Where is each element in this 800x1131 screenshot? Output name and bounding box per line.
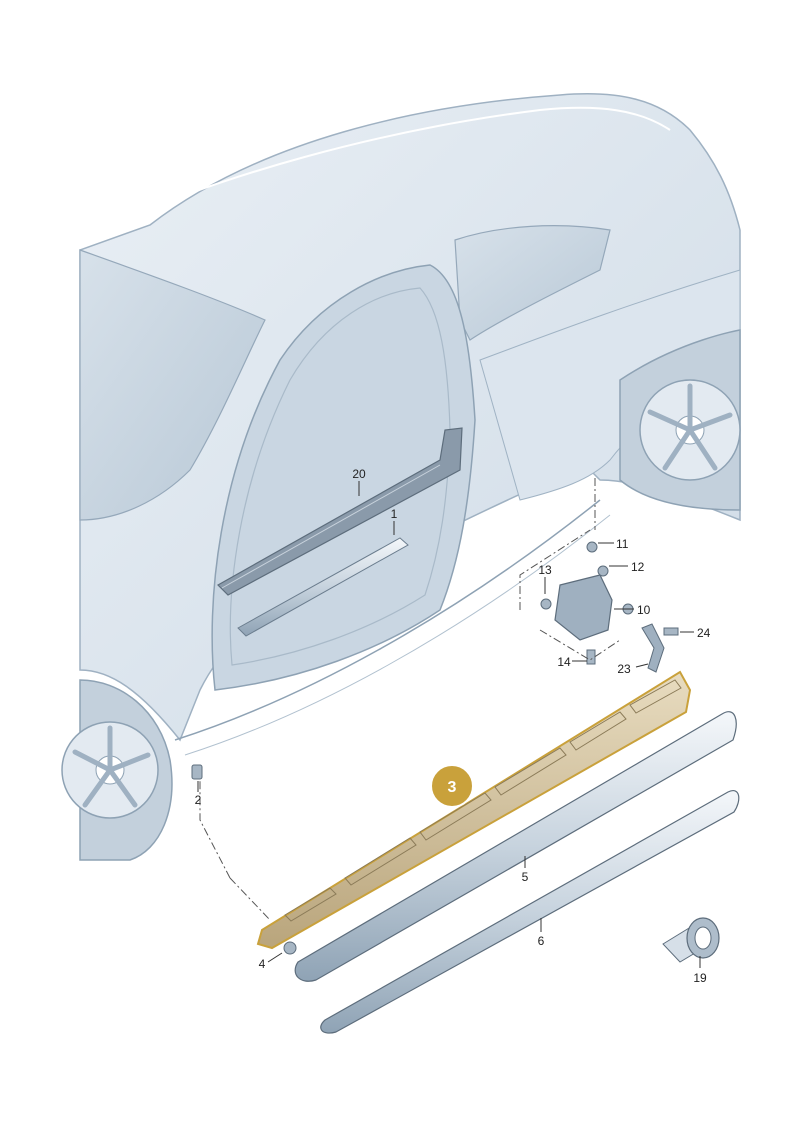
callout-10: 10: [637, 603, 651, 617]
callout-1: 1: [391, 507, 398, 521]
callout-6: 6: [538, 934, 545, 948]
callout-2: 2: [195, 793, 202, 807]
callout-23: 23: [617, 662, 631, 676]
windshield: [79, 249, 266, 521]
door-opening: [211, 264, 476, 691]
callout-4: 4: [259, 957, 266, 971]
part-24-screw: [663, 627, 679, 636]
part-6-trim-strip: [320, 790, 740, 1034]
badge-label: 3: [448, 779, 457, 796]
part-3-highlight-badge[interactable]: 3: [430, 764, 474, 808]
callout-14: 14: [557, 655, 571, 669]
callout-leaders: [197, 481, 701, 968]
part-1-sill-strip: [237, 537, 409, 637]
callout-24: 24: [697, 626, 711, 640]
bracket-assembly: [540, 541, 634, 665]
part-5-trim-strip: [294, 711, 737, 982]
callout-5: 5: [522, 870, 529, 884]
callout-11: 11: [616, 537, 629, 551]
leader-lines: [199, 478, 621, 921]
part-19-tape-roll: [662, 917, 720, 963]
part-4-clip: [283, 941, 297, 955]
rear-wheel: [619, 329, 741, 511]
part-2-clip: [191, 764, 203, 780]
callout-13: 13: [538, 563, 552, 577]
part-20-inner-sill-trim: [217, 427, 463, 596]
callout-labels: 20 1 2 4 5 6 10 11 12 13 14 19 23 24: [195, 467, 711, 985]
rear-window: [454, 225, 611, 341]
callout-20: 20: [352, 467, 366, 481]
front-wheel: [61, 679, 173, 861]
part-23-clip: [641, 623, 665, 673]
part-3-sill-panel: [256, 670, 692, 950]
callout-12: 12: [631, 560, 645, 574]
callout-19: 19: [693, 971, 707, 985]
